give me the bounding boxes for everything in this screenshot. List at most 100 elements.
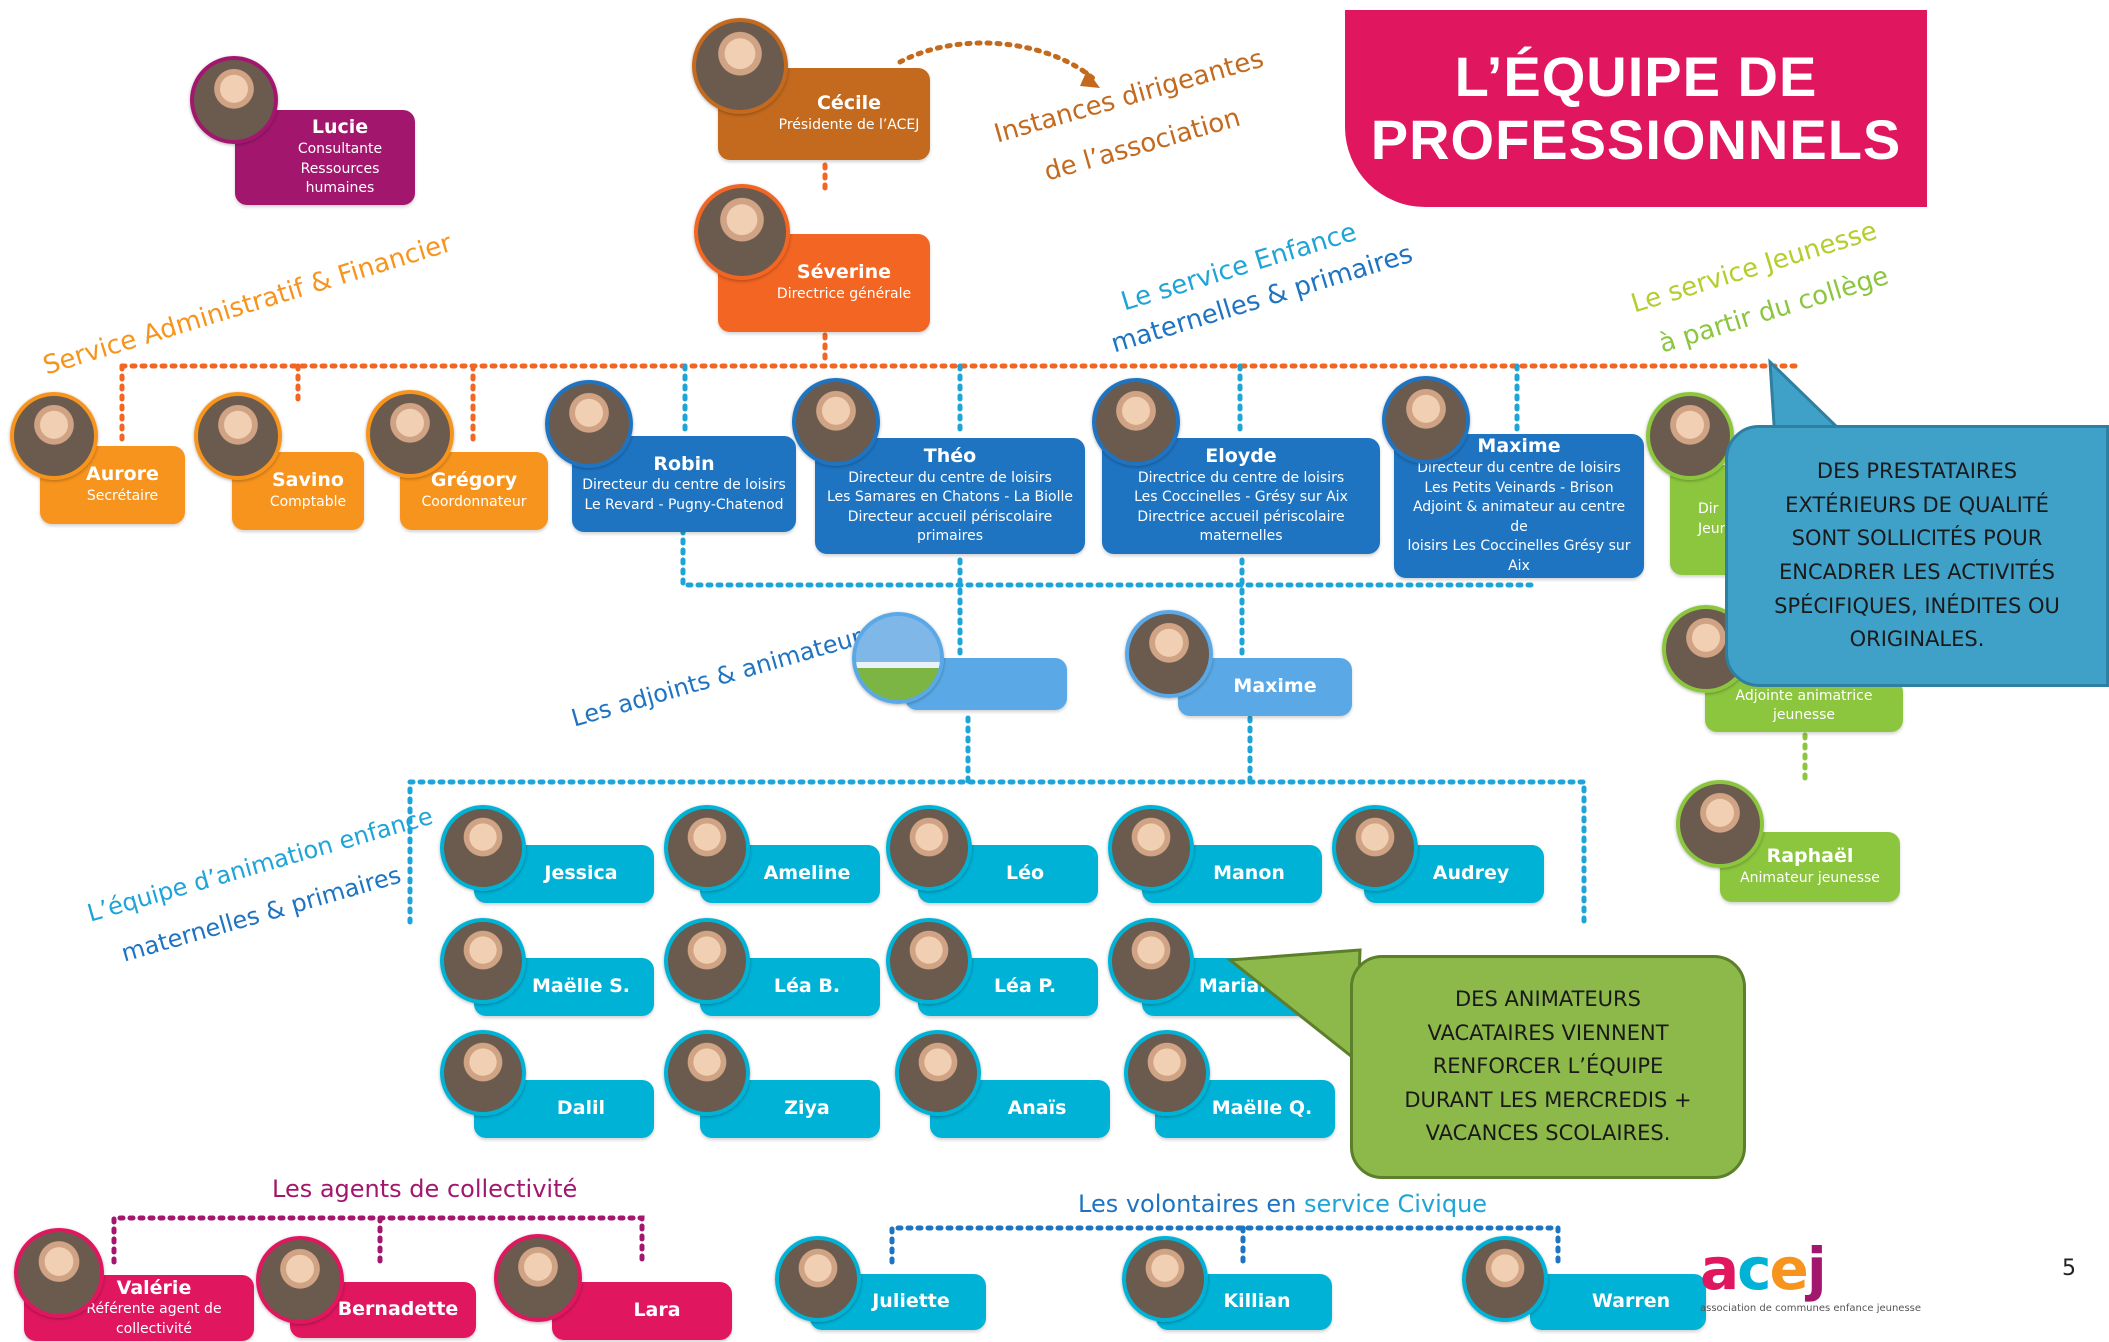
name-maxime-adjoint: Maxime [1233, 675, 1317, 698]
avatar-robin [545, 380, 633, 468]
name-eloyde: Eloyde [1205, 444, 1277, 467]
card-volontaire: Warren [1530, 1274, 1706, 1330]
avatar-cecile [692, 18, 788, 114]
role-robin: Directeur du centre de loisirs [582, 477, 786, 494]
role-theo: Directeur du centre de loisirs [848, 469, 1052, 486]
name-lucie: Lucie [311, 116, 369, 139]
avatar-animateur [440, 918, 526, 1004]
name-animateur: Anaïs [1007, 1097, 1067, 1120]
avatar-jeunesse-director [1646, 392, 1734, 480]
card-gregory: Grégory Coordonnateur [400, 452, 548, 530]
role-cecile: Présidente de l’ACEJ [778, 117, 920, 134]
name-animateur: Maëlle S. [531, 975, 631, 998]
avatar-raphael [1676, 780, 1764, 868]
avatar-animateur [440, 1030, 526, 1116]
avatar-volontaire [775, 1236, 861, 1322]
acej-logo: acej association de communes enfance jeu… [1700, 1235, 1922, 1340]
card-bernadette: Bernadette [290, 1282, 476, 1338]
avatar-animateur [895, 1030, 981, 1116]
role-savino: Comptable [269, 494, 347, 511]
avatar-volontaire [1122, 1236, 1208, 1322]
bubble-prestataires-line-2: EXTÉRIEURS DE QUALITÉ [1785, 492, 2049, 517]
name-cecile: Cécile [816, 92, 881, 115]
role3-theo: Directeur accueil périscolaire primaires [847, 508, 1053, 545]
avatar-severine [694, 184, 790, 280]
role-valerie: Référente agent de collectivité [86, 1301, 222, 1337]
card-adjointe-jeunesse: Adjointe animatrice jeunesse [1705, 680, 1903, 732]
avatar-gregory [366, 390, 454, 478]
role2-robin: Le Revard - Pugny-Chatenod [584, 496, 784, 513]
bubble-vacataires-line-2: VACATAIRES VIENNENT [1427, 1020, 1669, 1045]
bubble-vacataires: DES ANIMATEURS VACATAIRES VIENNENT RENFO… [1350, 955, 1746, 1179]
avatar-maxime-adjoint [1125, 610, 1213, 698]
name-volontaire: Killian [1223, 1290, 1291, 1313]
name-animateur: Audrey [1432, 862, 1510, 885]
avatar-savino [194, 392, 282, 480]
bubble-vacataires-line-5: VACANCES SCOLAIRES. [1425, 1121, 1671, 1146]
name-animateur: Manon [1213, 862, 1285, 885]
logo-tagline: association de communes enfance jeunesse [1700, 1303, 1922, 1314]
bubble-vacataires-line-4: DURANT LES MERCREDIS + [1404, 1087, 1692, 1112]
avatar-animateur [886, 918, 972, 1004]
bubble-prestataires-line-5: SPÉCIFIQUES, INÉDITES OU [1774, 593, 2060, 618]
card-eloyde: Eloyde Directrice du centre de loisirs L… [1102, 438, 1380, 554]
name-animateur: Jessica [544, 862, 618, 885]
name-maxime: Maxime [1477, 435, 1561, 458]
name-volontaire: Warren [1591, 1290, 1671, 1313]
name-raphael: Raphaël [1766, 845, 1854, 868]
bubble-prestataires: DES PRESTATAIRES EXTÉRIEURS DE QUALITÉ S… [1725, 425, 2109, 687]
name-animateur: Ziya [784, 1097, 830, 1120]
bubble-prestataires-line-1: DES PRESTATAIRES [1816, 459, 2018, 484]
name-animateur: Dalil [556, 1097, 606, 1120]
role-eloyde: Directrice du centre de loisirs [1137, 469, 1345, 486]
bubble-vacataires-line-1: DES ANIMATEURS [1455, 987, 1641, 1012]
name-animateur: Léo [1005, 862, 1045, 885]
avatar-animateur [664, 805, 750, 891]
role2-theo: Les Samares en Chatons - La Biolle [826, 489, 1074, 506]
role-aurore: Secrétaire [86, 488, 159, 505]
title-line-2: PROFESSIONNELS [1370, 107, 1902, 171]
name-animateur: Ameline [763, 862, 851, 885]
avatar-animateur [1108, 918, 1194, 1004]
role-adjointe-jeunesse: Adjointe animatrice jeunesse [1735, 687, 1873, 724]
name-jeunesse-director: Dir [1698, 501, 1719, 518]
avatar-volontaire [1462, 1236, 1548, 1322]
avatar-animateur [440, 805, 526, 891]
title-banner: L’ÉQUIPE DE PROFESSIONNELS [1345, 10, 1927, 207]
name-animateur: Maëlle Q. [1211, 1097, 1313, 1120]
bubble-vacataires-line-3: RENFORCER L’ÉQUIPE [1432, 1054, 1664, 1079]
role-maxime: Directeur du centre de loisirs [1417, 460, 1621, 477]
role3-eloyde: Directrice accueil périscolaire maternel… [1137, 508, 1345, 545]
bubble-prestataires-line-4: ENCADRER LES ACTIVITÉS [1779, 560, 2055, 584]
role2-maxime: Les Petits Veinards - Brison [1424, 479, 1614, 496]
name-gregory: Grégory [430, 469, 518, 492]
name-savino: Savino [272, 469, 344, 492]
avatar-animateur [1332, 805, 1418, 891]
name-aurore: Aurore [86, 463, 159, 486]
card-lara: Lara [552, 1282, 732, 1340]
label-agents: Les agents de collectivité [272, 1175, 578, 1203]
role3-maxime: Adjoint & animateur au centre de [1412, 499, 1626, 535]
page-number: 5 [2062, 1256, 2076, 1281]
name-robin: Robin [653, 452, 715, 475]
role-lucie: Consultante [297, 140, 383, 157]
avatar-animateur [1124, 1030, 1210, 1116]
avatar-maxime [1382, 376, 1470, 464]
logo-wordmark: acej [1700, 1235, 1827, 1303]
avatar-eloyde [1092, 378, 1180, 466]
role4-maxime: loisirs Les Coccinelles Grésy sur Aix [1407, 538, 1631, 575]
avatar-animateur [1108, 805, 1194, 891]
bubble-prestataires-line-3: SONT SOLLICITÉS POUR [1791, 526, 2043, 551]
bubble-prestataires-text: DES PRESTATAIRES EXTÉRIEURS DE QUALITÉ S… [1774, 455, 2060, 657]
avatar-placeholder [852, 612, 944, 704]
name-animateur: Léa B. [773, 975, 841, 998]
bubble-prestataires-line-6: ORIGINALES. [1849, 627, 1985, 652]
avatar-animateur [664, 1030, 750, 1116]
avatar-bernadette [256, 1236, 344, 1324]
name-severine: Séverine [796, 261, 892, 284]
card-savino: Savino Comptable [232, 452, 364, 530]
name-valerie: Valérie [116, 1276, 192, 1299]
avatar-aurore [10, 392, 98, 480]
